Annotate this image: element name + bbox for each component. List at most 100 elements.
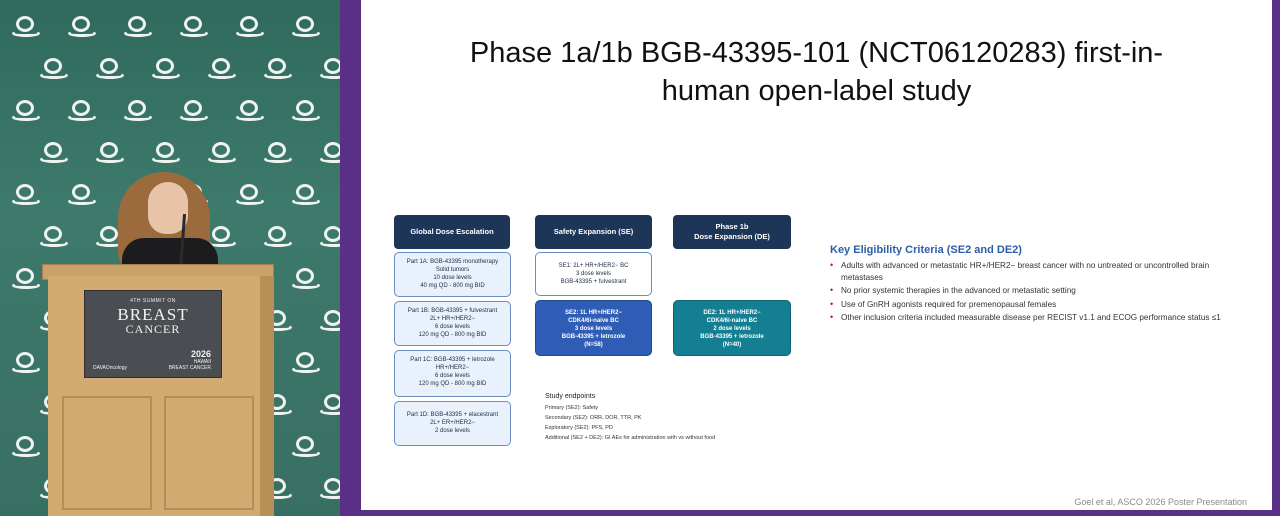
study-endpoints-title: Study endpoints bbox=[545, 393, 596, 400]
podium-panel-right bbox=[164, 396, 254, 510]
part1a-line: Solid tumors bbox=[435, 267, 470, 273]
study-endpoints: Study endpoints Primary (SE2): Safety Se… bbox=[545, 392, 805, 443]
sign-hawaii-sub: BREAST CANCER bbox=[168, 365, 211, 371]
backdrop-logo-icon bbox=[264, 226, 292, 250]
sign-hawaii-year: 2026 bbox=[190, 349, 211, 359]
backdrop-logo-icon bbox=[12, 352, 40, 376]
part1c-line: HR+/HER2− bbox=[435, 365, 470, 371]
sign-summit-text: 4TH SUMMIT ON bbox=[130, 298, 176, 304]
backdrop-logo-icon bbox=[152, 142, 180, 166]
criteria-item: No prior systemic therapies in the advan… bbox=[830, 285, 1250, 297]
endpoint-primary: Primary (SE2): Safety bbox=[545, 405, 599, 411]
sign-hawaii-name: HAWAII bbox=[193, 359, 211, 365]
slide-title: Phase 1a/1b BGB-43395-101 (NCT06120283) … bbox=[361, 34, 1272, 110]
se1-line: BGB-43395 + fulvestrant bbox=[560, 279, 627, 285]
backdrop-logo-icon bbox=[180, 100, 208, 124]
header-safety-expansion: Safety Expansion (SE) bbox=[535, 215, 652, 249]
part1a-line: Part 1A: BGB-43395 monotherapy bbox=[406, 259, 499, 265]
de2-line: DE2: 1L HR+/HER2− bbox=[703, 310, 761, 316]
endpoint-secondary: Secondary (SE2): ORR, DOR, TTR, PK bbox=[545, 415, 642, 421]
se2-line: CDK4/6i-naive BC bbox=[568, 318, 619, 324]
de2-line: CDK4/6i-naive BC bbox=[706, 318, 758, 324]
podium-panel-left bbox=[62, 396, 152, 510]
part1d-line: Part 1D: BGB-43395 + elacestrant bbox=[406, 412, 499, 418]
box-part-1d: Part 1D: BGB-43395 + elacestrant 2L+ ER+/… bbox=[394, 401, 511, 446]
part1c-line: 120 mg QD - 800 mg BID bbox=[418, 381, 487, 387]
backdrop-logo-icon bbox=[208, 58, 236, 82]
backdrop-logo-icon bbox=[40, 226, 68, 250]
box-part-1b: Part 1B: BGB-43395 + fulvestrant 2L+ HR+/… bbox=[394, 301, 511, 346]
backdrop-logo-icon bbox=[68, 16, 96, 40]
sign-hawaii-logo: 2026 HAWAII BREAST CANCER bbox=[169, 349, 211, 371]
slide-title-line-2: human open-label study bbox=[661, 75, 972, 107]
part1a-line: 40 mg QD - 800 mg BID bbox=[420, 283, 485, 289]
criteria-item: Adults with advanced or metastatic HR+/H… bbox=[830, 260, 1250, 283]
backdrop-logo-icon bbox=[320, 58, 340, 82]
sign-cancer-text: CANCER bbox=[125, 322, 181, 336]
podium-sign: 4TH SUMMIT ON BREAST CANCER DAVAOncology… bbox=[84, 290, 222, 378]
backdrop-logo-icon bbox=[320, 142, 340, 166]
part1b-line: Part 1B: BGB-43395 + fulvestrant bbox=[407, 308, 498, 314]
backdrop-logo-icon bbox=[12, 100, 40, 124]
presenter-camera-view: 4TH SUMMIT ON BREAST CANCER DAVAOncology… bbox=[0, 0, 340, 516]
backdrop-logo-icon bbox=[320, 226, 340, 250]
se2-line: 3 dose levels bbox=[574, 326, 613, 332]
se2-line: BGB-43395 + letrozole bbox=[561, 334, 626, 340]
eligibility-criteria: Key Eligibility Criteria (SE2 and DE2) A… bbox=[830, 244, 1250, 326]
part1c-line: 6 dose levels bbox=[434, 373, 471, 379]
backdrop-logo-icon bbox=[96, 58, 124, 82]
backdrop-logo-icon bbox=[12, 16, 40, 40]
sign-dava-logo: DAVAOncology bbox=[93, 365, 127, 371]
backdrop-logo-icon bbox=[40, 142, 68, 166]
backdrop-logo-icon bbox=[40, 58, 68, 82]
backdrop-logo-icon bbox=[236, 100, 264, 124]
box-se2: SE2: 1L HR+/HER2− CDK4/6i-naive BC 3 dose … bbox=[535, 300, 652, 356]
de2-line: (N=40) bbox=[722, 342, 742, 348]
eligibility-criteria-title: Key Eligibility Criteria (SE2 and DE2) bbox=[830, 244, 1022, 256]
part1a-line: 10 dose levels bbox=[433, 275, 472, 281]
slide-citation: Goel et al, ASCO 2026 Poster Presentatio… bbox=[1074, 497, 1247, 507]
header-phase-1b-line-2: Dose Expansion (DE) bbox=[694, 232, 770, 241]
criteria-item: Use of GnRH agonists required for premen… bbox=[830, 299, 1250, 311]
backdrop-logo-icon bbox=[124, 16, 152, 40]
backdrop-logo-icon bbox=[180, 16, 208, 40]
part1b-line: 6 dose levels bbox=[434, 324, 471, 330]
part1d-line: 2L+ ER+/HER2− bbox=[430, 420, 475, 426]
sign-breast-text: BREAST bbox=[117, 305, 189, 324]
backdrop-logo-icon bbox=[292, 268, 320, 292]
backdrop-logo-icon bbox=[236, 16, 264, 40]
backdrop-logo-icon bbox=[68, 184, 96, 208]
header-phase-1b-line-1: Phase 1b bbox=[715, 222, 749, 231]
criteria-item: Other inclusion criteria included measur… bbox=[830, 312, 1250, 324]
backdrop-logo-icon bbox=[12, 436, 40, 460]
part1d-line: 2 dose levels bbox=[434, 428, 471, 434]
backdrop-logo-icon bbox=[320, 394, 340, 418]
endpoint-additional: Additional (SE2 + DE2): GI AEs for admin… bbox=[545, 435, 716, 441]
part1b-line: 2L+ HR+/HER2− bbox=[429, 316, 476, 322]
presentation-slide: Phase 1a/1b BGB-43395-101 (NCT06120283) … bbox=[361, 0, 1272, 510]
backdrop-logo-icon bbox=[236, 184, 264, 208]
se2-line: SE2: 1L HR+/HER2− bbox=[565, 310, 622, 316]
backdrop-logo-icon bbox=[264, 142, 292, 166]
part1b-line: 120 mg QD - 800 mg BID bbox=[418, 332, 487, 338]
backdrop-logo-icon bbox=[12, 268, 40, 292]
slide-title-line-1: Phase 1a/1b BGB-43395-101 (NCT06120283) … bbox=[469, 37, 1164, 69]
se2-line: (N=58) bbox=[584, 342, 603, 348]
backdrop-logo-icon bbox=[96, 142, 124, 166]
backdrop-logo-icon bbox=[320, 310, 340, 334]
backdrop-logo-icon bbox=[264, 58, 292, 82]
se1-line: 3 dose levels bbox=[575, 271, 612, 277]
endpoint-exploratory: Exploratory (SE2): PFS, PD bbox=[545, 425, 613, 431]
backdrop-logo-icon bbox=[292, 184, 320, 208]
backdrop-logo-icon bbox=[292, 352, 320, 376]
backdrop-logo-icon bbox=[12, 184, 40, 208]
header-global-dose-escalation: Global Dose Escalation bbox=[394, 215, 510, 249]
backdrop-logo-icon bbox=[292, 436, 320, 460]
part1c-line: Part 1C: BGB-43395 + letrozole bbox=[410, 357, 495, 363]
backdrop-logo-icon bbox=[292, 16, 320, 40]
